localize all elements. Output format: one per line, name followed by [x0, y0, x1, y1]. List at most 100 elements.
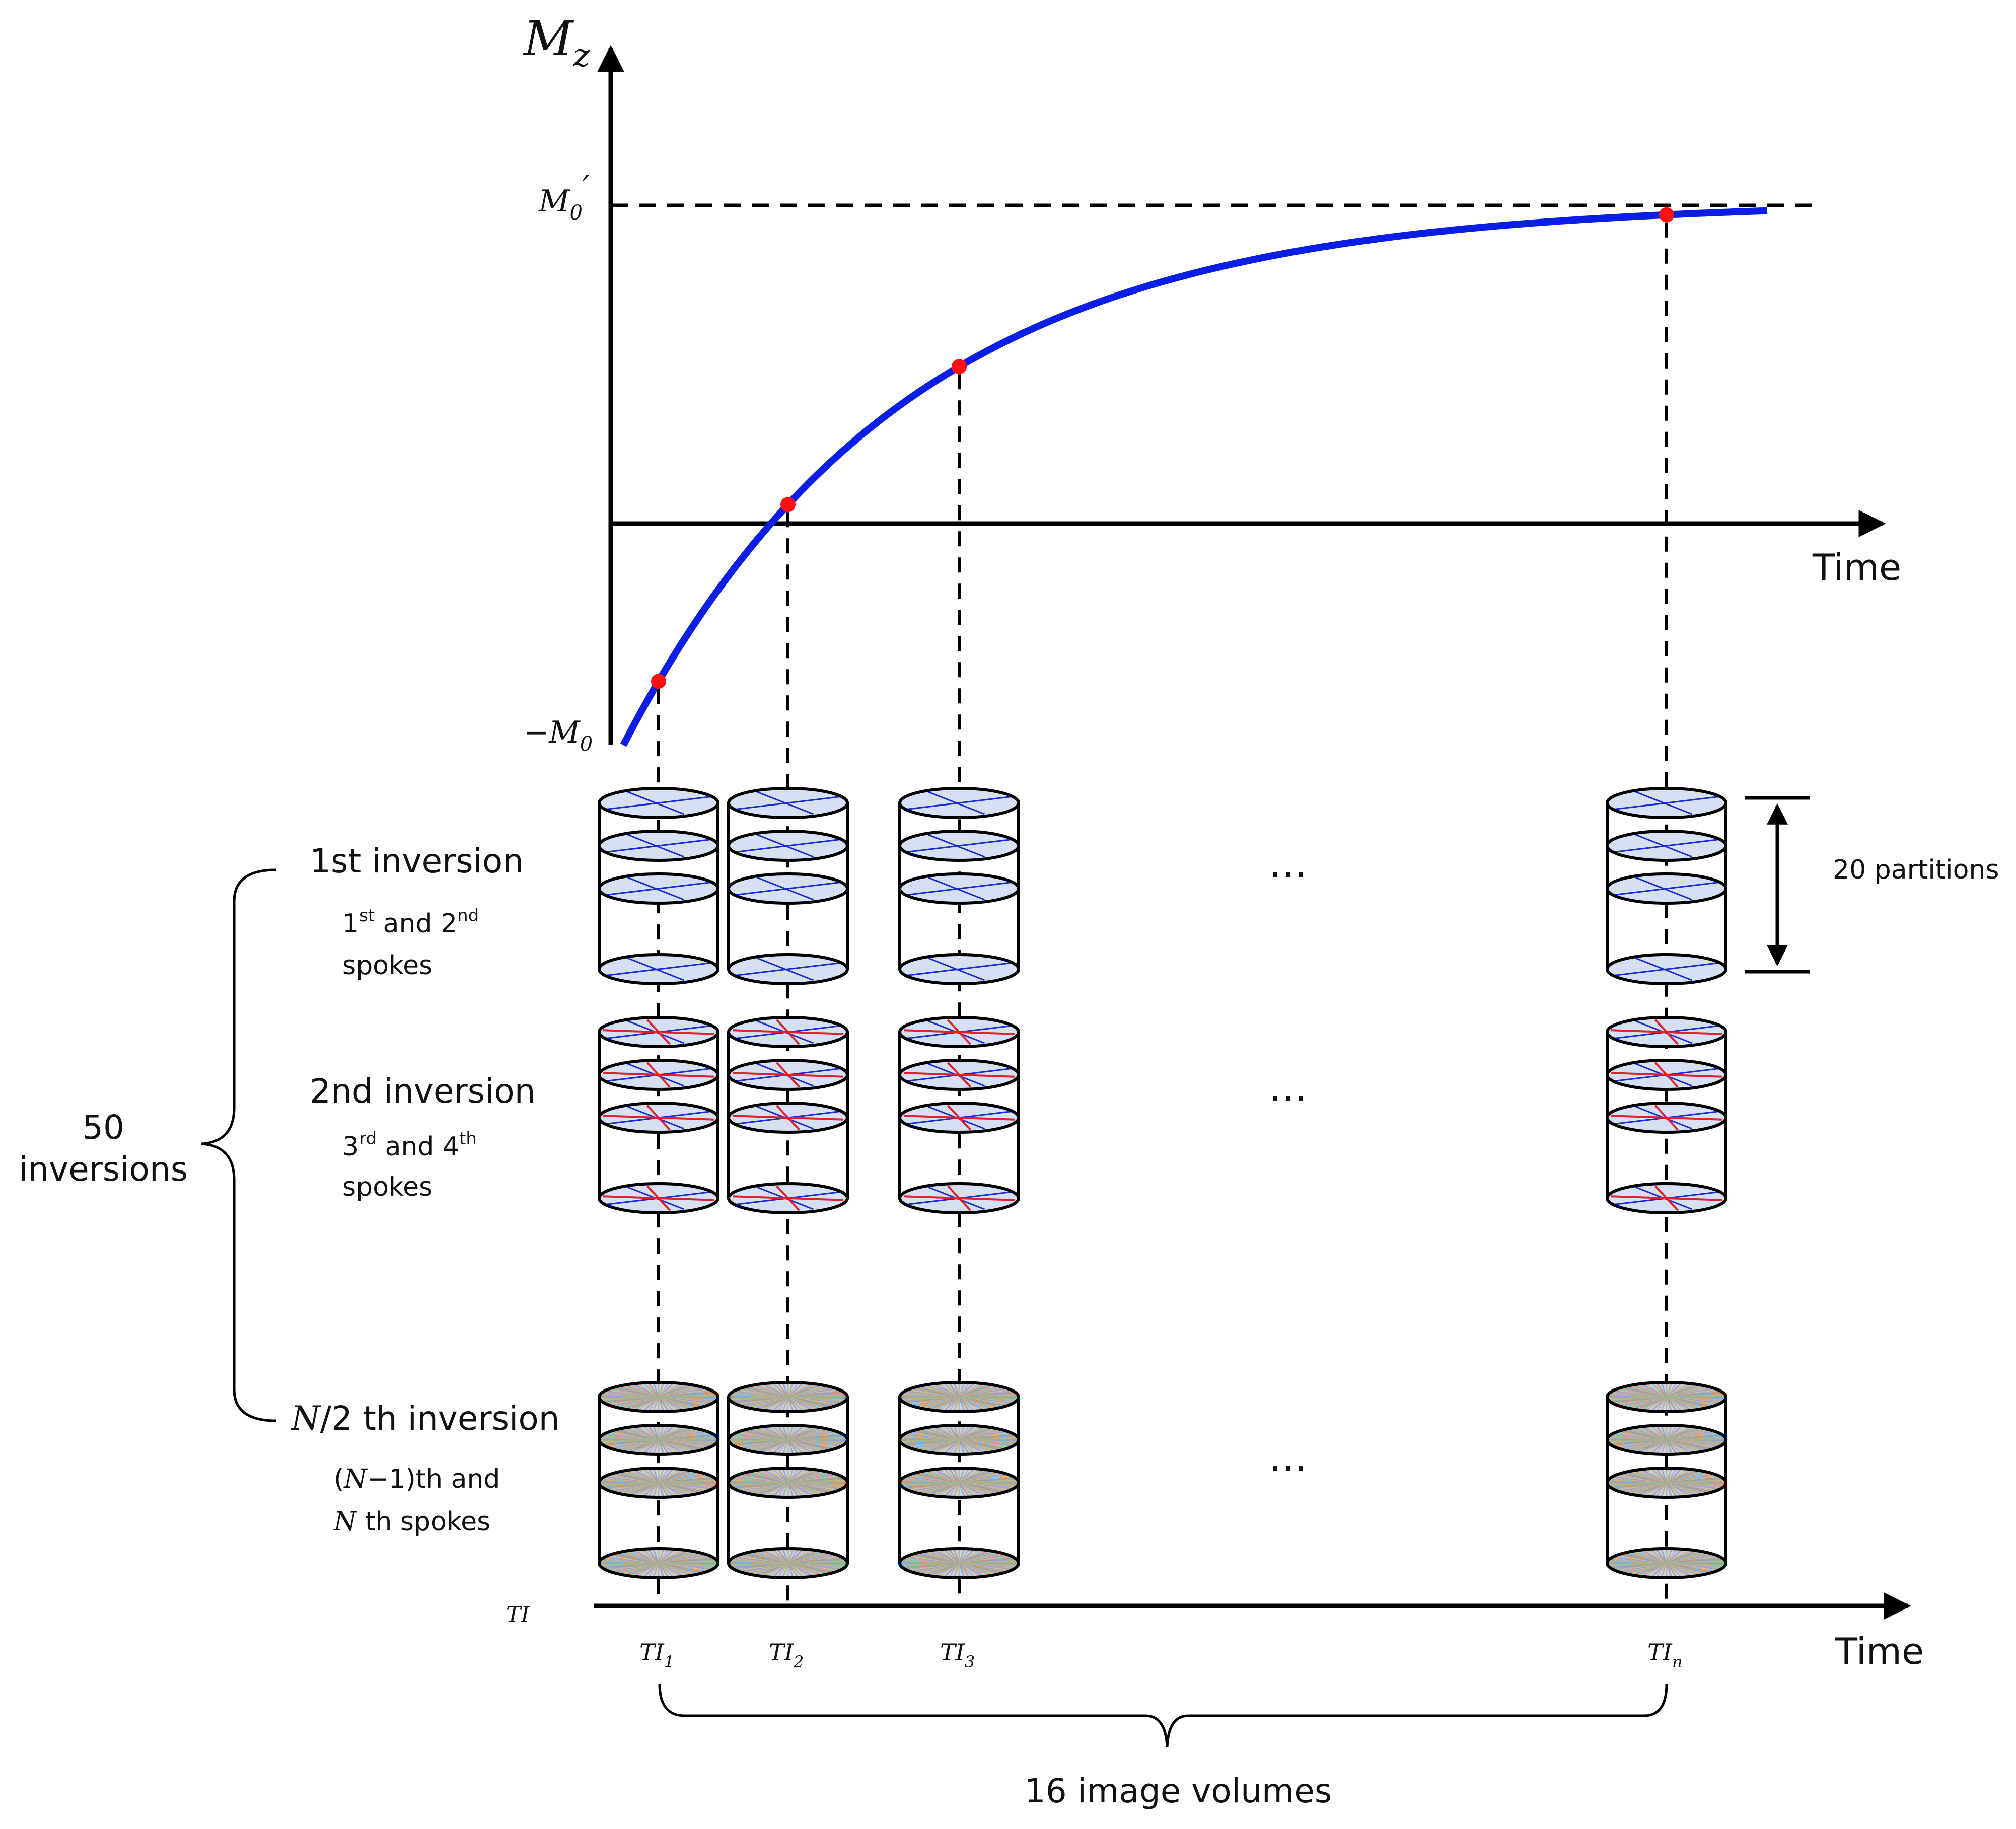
y-axis-label: Mz — [523, 11, 591, 75]
second-spokes-label-2: spokes — [342, 1172, 433, 1202]
partition-disk — [598, 1381, 719, 1413]
timeline-time-label: Time — [1835, 1630, 1924, 1672]
brace-label-2: inversions — [19, 1150, 188, 1189]
ellipsis-row-3: ··· — [1269, 1445, 1307, 1492]
brace-label-1: 50 — [82, 1108, 124, 1147]
first-spokes-label-2: spokes — [342, 950, 433, 981]
partition-disk — [598, 1102, 719, 1134]
partition-cylinder — [727, 1016, 849, 1214]
first-inversion-label: 1st inversion — [310, 842, 524, 881]
m0-prime-label: M0′ — [538, 170, 590, 225]
partition-disk — [727, 872, 849, 905]
partition-disk — [598, 1182, 719, 1214]
ellipsis-row-2: ··· — [1269, 1075, 1307, 1122]
ti-tick-label: TI3 — [940, 1639, 975, 1671]
partition-disk — [898, 787, 1020, 819]
partition-disk — [898, 872, 1020, 905]
partition-disk — [598, 953, 719, 985]
partition-disk — [898, 1102, 1020, 1134]
partition-disk — [898, 1059, 1020, 1091]
last-spokes-label: (N−1)th and — [334, 1464, 500, 1494]
partition-disk — [598, 1467, 719, 1499]
recovery-graph: Mz M0′ −M0 Time — [523, 11, 1901, 756]
partition-disk — [727, 1424, 849, 1456]
ti-tick-labels: TI1 TI2 TI3 TIn — [639, 1639, 1682, 1671]
partition-cylinder — [898, 787, 1020, 985]
bottom-brace-label: 16 image volumes — [1025, 1772, 1332, 1810]
partition-cylinder — [727, 1381, 849, 1579]
partition-disk — [898, 1182, 1020, 1214]
partition-disk — [598, 1059, 719, 1091]
sample-point — [651, 674, 666, 689]
partition-disk — [1606, 1467, 1727, 1499]
ti-axis-label: TI — [506, 1602, 530, 1628]
partitions-marker: 20 partitions — [1745, 796, 1999, 974]
partition-disk — [1606, 787, 1727, 819]
minus-m0-label: −M0 — [524, 715, 593, 756]
partition-disk — [898, 1467, 1020, 1499]
partition-disk — [727, 1467, 849, 1499]
partition-disk — [727, 830, 849, 862]
partition-disk — [1606, 1424, 1727, 1456]
partition-disk — [898, 1547, 1020, 1579]
partition-disk — [1606, 1059, 1727, 1091]
partition-disk — [1606, 953, 1727, 985]
partition-disk — [1606, 1182, 1727, 1214]
partition-disk — [1606, 1016, 1727, 1048]
partition-disk — [1606, 1381, 1727, 1413]
partition-cylinder — [598, 1381, 719, 1579]
partition-disk — [1606, 1102, 1727, 1134]
partition-disk — [898, 953, 1020, 985]
ti-tick-label: TI2 — [769, 1639, 804, 1671]
partition-disk — [727, 787, 849, 819]
ellipsis-row-1: ··· — [1269, 851, 1307, 898]
partition-cylinder — [898, 1016, 1020, 1214]
x-axis-label: Time — [1812, 546, 1901, 589]
partition-disk — [727, 1102, 849, 1134]
row-labels: 1st inversion 1st and 2nd spokes 2nd inv… — [290, 842, 1307, 1537]
partition-disk — [898, 1381, 1020, 1413]
partition-cylinder — [1606, 1381, 1727, 1579]
first-spokes-label: 1st and 2nd — [342, 906, 479, 939]
sample-point — [952, 359, 967, 375]
ti-timeline: TI Time TI1 TI2 TI3 TIn 16 image volumes — [506, 1592, 1924, 1810]
second-inversion-label: 2nd inversion — [310, 1072, 536, 1111]
second-spokes-label: 3rd and 4th — [342, 1129, 477, 1162]
partition-cylinder — [727, 787, 849, 985]
ti-tick-label: TIn — [1647, 1639, 1682, 1671]
sample-point — [780, 497, 796, 513]
partition-cylinder — [1606, 787, 1727, 985]
partition-disk — [898, 830, 1020, 862]
partition-disk — [598, 1016, 719, 1048]
partition-disk — [727, 1016, 849, 1048]
partition-cylinder — [898, 1381, 1020, 1579]
partition-disk — [1606, 872, 1727, 905]
partitions-label: 20 partitions — [1833, 855, 1999, 885]
last-inversion-label: N/2 th inversion — [290, 1399, 560, 1438]
partition-cylinder — [1606, 1016, 1727, 1214]
partition-disk — [1606, 1547, 1727, 1579]
last-spokes-label-2: N th spokes — [333, 1507, 490, 1537]
partition-cylinder — [598, 1016, 719, 1214]
partition-cylinders — [598, 787, 1727, 1579]
recovery-curve — [620, 207, 1768, 747]
partition-disk — [727, 1547, 849, 1579]
partition-disk — [727, 1182, 849, 1214]
partition-disk — [598, 872, 719, 905]
partition-disk — [598, 1424, 719, 1456]
sample-points — [651, 207, 1674, 689]
left-brace: 50 inversions — [19, 868, 276, 1422]
partition-disk — [898, 1424, 1020, 1456]
partition-disk — [598, 787, 719, 819]
partition-disk — [598, 1547, 719, 1579]
ti-tick-label: TI1 — [639, 1639, 674, 1671]
partition-disk — [598, 830, 719, 862]
partition-disk — [727, 1381, 849, 1413]
partition-disk — [898, 1016, 1020, 1048]
partition-disk — [1606, 830, 1727, 862]
partition-cylinder — [598, 787, 719, 985]
sample-point — [1659, 207, 1674, 223]
partition-disk — [727, 1059, 849, 1091]
bottom-brace — [658, 1684, 1668, 1747]
